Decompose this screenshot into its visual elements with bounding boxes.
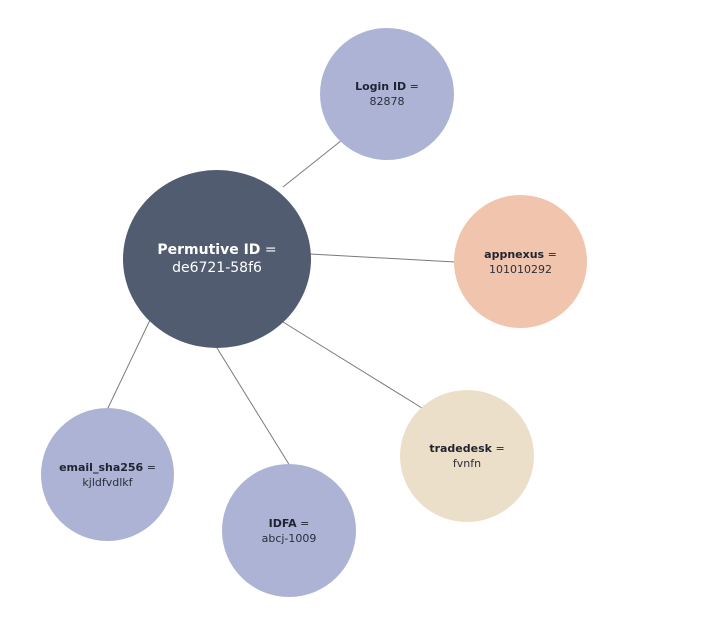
edge-login [282,139,343,188]
permutive-id-key: Permutive ID [157,242,261,258]
appnexus-node: appnexus = 101010292 [454,195,587,328]
tradedesk-key: tradedesk [429,442,492,455]
email-sha256-value: kjldfvdlkf [82,475,133,489]
tradedesk-value: fvnfn [452,457,482,470]
appnexus-key: appnexus [484,247,545,261]
tradedesk-label-line: tradedesk = [429,442,504,455]
login-id-equals: = [406,80,419,93]
login-id-key: Login ID [355,80,407,93]
edge-email [106,319,151,411]
login-id-value: 82878 [369,95,405,108]
permutive-id-label-line: Permutive ID = [157,242,276,258]
tradedesk-equals: = [491,442,505,455]
permutive-id-node: Permutive ID = de6721-58f6 [123,170,311,348]
tradedesk-node: tradedesk = fvnfn [400,390,534,522]
idfa-key: IDFA [268,516,297,530]
edge-appnexus [309,253,456,263]
email-sha256-label-line: email_sha256 = [59,461,156,474]
idfa-label-line: IDFA = [269,517,310,530]
email-sha256-equals: = [143,460,156,474]
permutive-id-value: de6721-58f6 [172,260,262,276]
email-sha256-node: email_sha256 = kjldfvdlkf [41,408,174,541]
email-sha256-key: email_sha256 [59,460,144,474]
edge-tradedesk [282,321,423,409]
login-id-node: Login ID = 82878 [320,28,454,160]
appnexus-label-line: appnexus = [484,248,557,261]
idfa-node: IDFA = abcj-1009 [222,464,356,597]
idfa-equals: = [296,516,310,530]
appnexus-value: 101010292 [489,262,552,276]
permutive-id-equals: = [260,242,277,258]
login-id-label-line: Login ID = [355,80,419,93]
appnexus-equals: = [544,247,557,261]
edge-idfa [216,347,291,467]
idfa-value: abcj-1009 [261,531,317,545]
